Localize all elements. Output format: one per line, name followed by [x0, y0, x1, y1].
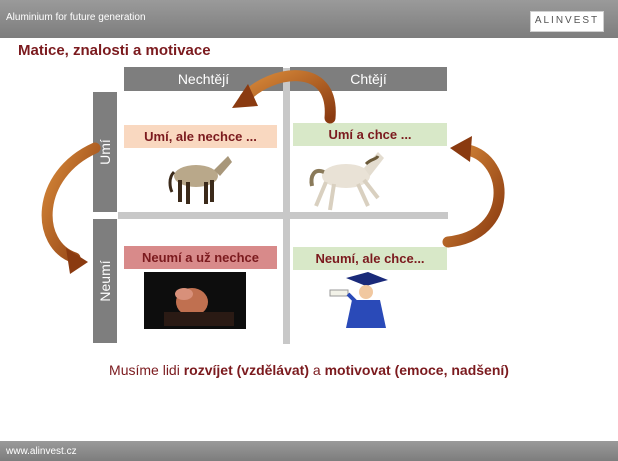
- website-url[interactable]: www.alinvest.cz: [6, 446, 77, 457]
- cell-top-left: Umí, ale nechce ...: [124, 125, 277, 148]
- page-title: Matice, znalosti a motivace: [18, 42, 211, 59]
- matrix-horizontal-divider: [118, 212, 448, 219]
- matrix-vertical-divider: [283, 68, 290, 344]
- cell-bottom-left: Neumí a už nechce: [124, 246, 277, 269]
- company-logo: ALINVEST: [530, 11, 604, 32]
- header-title: Aluminium for future generation: [6, 12, 146, 23]
- cell-top-right: Umí a chce ...: [293, 123, 447, 146]
- graduate-icon: [329, 272, 388, 328]
- summary-text: Musíme lidi rozvíjet (vzdělávat) a motiv…: [0, 362, 618, 378]
- sleeping-person-icon: [144, 272, 246, 329]
- cell-bottom-right: Neumí, ale chce...: [293, 247, 447, 270]
- horse-icon: [309, 152, 384, 211]
- summary-bold-motivate: motivovat (emoce, nadšení): [324, 362, 509, 378]
- bottom-bar: www.alinvest.cz: [0, 441, 618, 461]
- logo-text: ALINVEST: [534, 15, 600, 26]
- summary-bold-develop: rozvíjet (vzdělávat): [183, 362, 309, 378]
- top-bar: Aluminium for future generation ALINVEST: [0, 0, 618, 38]
- summary-prefix: Musíme lidi: [109, 362, 184, 378]
- summary-mid: a: [308, 362, 325, 378]
- horse-icon: [168, 156, 232, 204]
- row-header-neumi: Neumí: [93, 219, 117, 343]
